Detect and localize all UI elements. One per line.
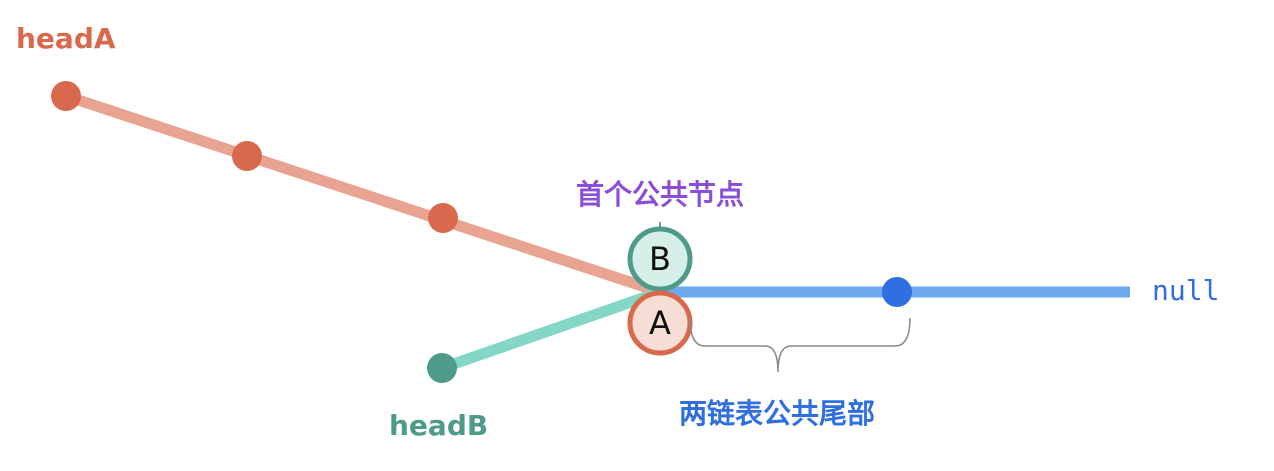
- node-a-label: A: [649, 304, 671, 342]
- list-b-node-1: [427, 353, 457, 383]
- node-b-label: B: [649, 240, 671, 278]
- common-tail-brace: [689, 317, 911, 373]
- common-tail-label: 两链表公共尾部: [679, 397, 875, 430]
- head-a-label: headA: [16, 22, 116, 55]
- first-common-node-label: 首个公共节点: [576, 178, 744, 211]
- list-a-node-2: [232, 141, 262, 171]
- common-node-1: [882, 277, 912, 307]
- head-b-label: headB: [389, 409, 488, 442]
- list-a-node-1: [51, 81, 81, 111]
- list-a-edge: [60, 90, 666, 298]
- list-b-edge: [436, 286, 666, 374]
- node-b-circle: [627, 226, 693, 292]
- null-label: null: [1152, 274, 1219, 307]
- list-a-node-3: [428, 203, 458, 233]
